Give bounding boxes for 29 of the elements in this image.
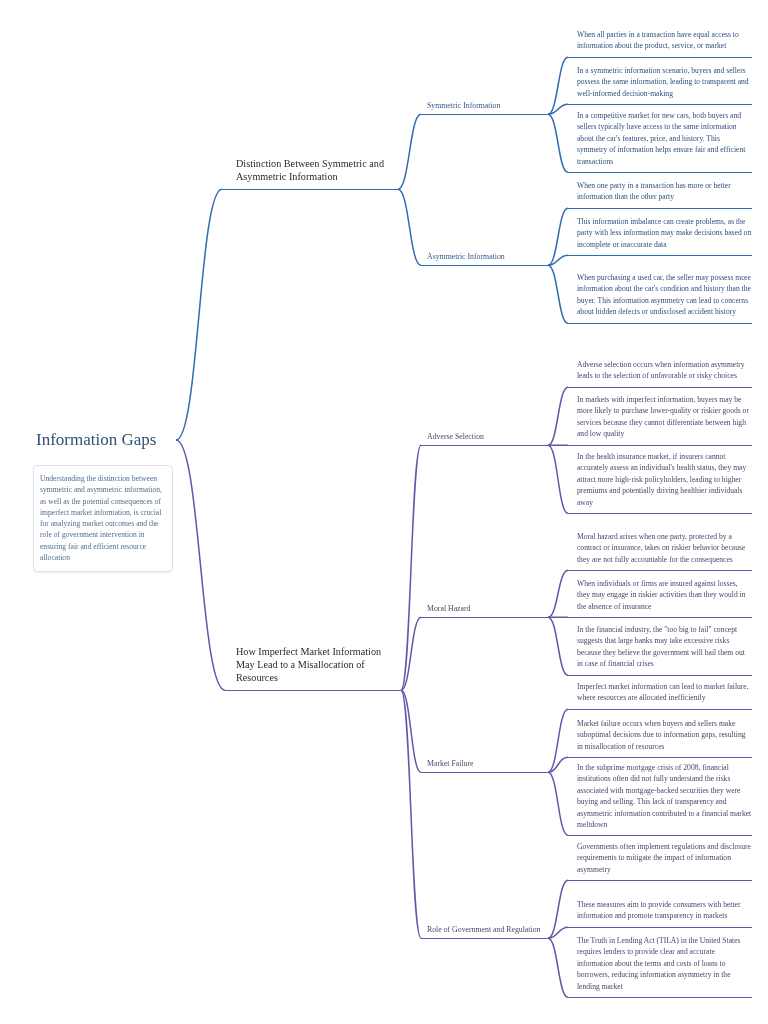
branch-line — [400, 444, 422, 691]
branch-line — [547, 56, 569, 115]
branch-line — [547, 756, 569, 773]
branch-line — [547, 926, 569, 939]
branch-line — [175, 188, 223, 441]
branch-line — [175, 439, 226, 691]
main-topic: How Imperfect Market Information May Lead to a Misallocation of Resources — [225, 645, 401, 691]
branch-line — [547, 113, 569, 173]
branch-line — [400, 616, 422, 691]
branch-line — [547, 103, 569, 115]
main-topic: Distinction Between Symmetric and Asymmetric Information — [222, 157, 398, 190]
branch-line — [547, 207, 569, 266]
branch-line — [547, 254, 569, 266]
branch-line — [547, 264, 569, 324]
branch-line — [547, 879, 569, 939]
branch-line — [547, 444, 569, 514]
branch-line — [397, 113, 422, 190]
branch-line — [547, 616, 569, 618]
branch-line — [547, 708, 569, 773]
branch-line — [547, 444, 569, 446]
branch-line — [547, 569, 569, 618]
branch-line — [400, 689, 422, 939]
central-topic: Information Gaps — [36, 430, 176, 450]
branch-line — [547, 616, 569, 676]
branch-line — [400, 689, 422, 773]
branch-line — [547, 771, 569, 836]
branch-line — [397, 188, 422, 266]
branch-line — [547, 386, 569, 446]
branch-line — [547, 937, 569, 998]
